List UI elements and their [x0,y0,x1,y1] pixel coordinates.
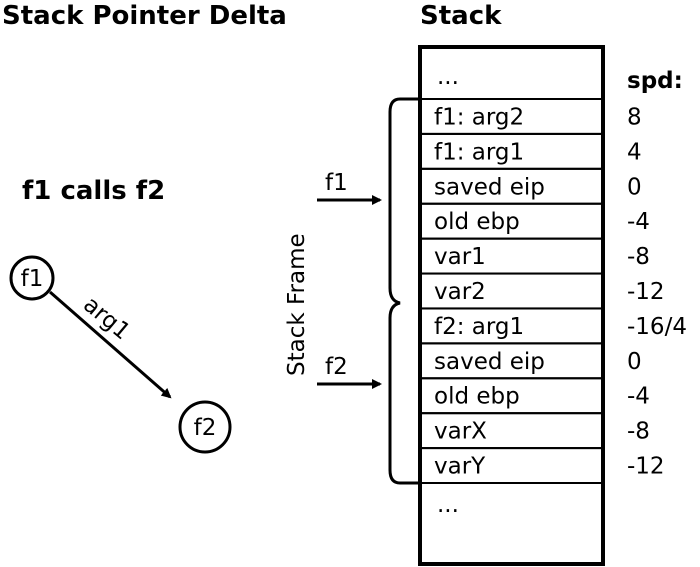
spd-value: -8 [627,419,650,445]
spd-value: -16/4 [627,314,687,340]
stack-cell-label: var1 [434,244,486,270]
spd-value: 4 [627,139,642,165]
caller-node [9,255,55,301]
left-title: Stack Pointer Delta [2,1,287,31]
spd-value: -4 [627,384,650,410]
frame-pointer-f1-label: f1 [325,170,348,196]
spd-value: 0 [627,349,642,375]
spd-value: -12 [627,279,665,305]
stack-frame-label: Stack Frame [284,233,310,376]
stack-cell-label: varY [434,454,486,480]
stack-cell: f1: arg2 8 [419,98,642,135]
spd-value: 0 [627,174,642,200]
calls-title: f1 calls f2 [22,176,165,206]
frame-pointer-f2: f2 [317,354,382,389]
stack-cell-label: var2 [434,279,486,305]
call-edge [49,290,172,399]
stack-cell-label: f1: arg2 [434,104,524,130]
stack-cell-label: f2: arg1 [434,314,524,340]
spd-value: -8 [627,244,650,270]
frame-pointer-f1: f1 [317,170,382,205]
callee-node-label: f2 [194,415,217,441]
caller-node-label: f1 [21,266,44,292]
stack-cell: old ebp -4 [419,202,650,240]
stack-cell: varY -12 [419,447,665,485]
stack-cell: var1 -8 [419,237,650,275]
stack-top-ellipsis: ... [437,64,459,90]
stack-cell-box [419,447,604,485]
stack-cell: saved eip 0 [419,342,642,380]
stack-cell: saved eip 0 [419,167,642,205]
stack-cell: f2: arg1 -16/4 [419,307,687,345]
stack-cell-label: old ebp [434,209,520,235]
stack-cell: varX -8 [419,412,650,450]
stack-cell: var2 -12 [419,272,665,310]
edge-label: arg1 [78,292,135,346]
call-graph: f1 f2 arg1 [9,255,232,454]
stack-cell-label: saved eip [434,174,545,200]
stack-cell-label: saved eip [434,349,545,375]
spd-header: spd: [627,68,683,94]
stack-cell-label: old ebp [434,384,520,410]
stack-frame-bracket [388,97,420,485]
stack-title: Stack [420,1,502,31]
spd-value: 8 [627,104,642,130]
callee-node [178,400,232,454]
stack-bottom-ellipsis: ... [437,492,459,518]
stack-cell-label: f1: arg1 [434,139,524,165]
stack-cell: old ebp -4 [419,377,650,415]
frame-pointer-f2-label: f2 [325,354,348,380]
spd-value: -4 [627,209,650,235]
stack-cell-label: varX [434,419,487,445]
spd-value: -12 [627,454,665,480]
stack-cell: f1: arg1 4 [419,132,642,170]
